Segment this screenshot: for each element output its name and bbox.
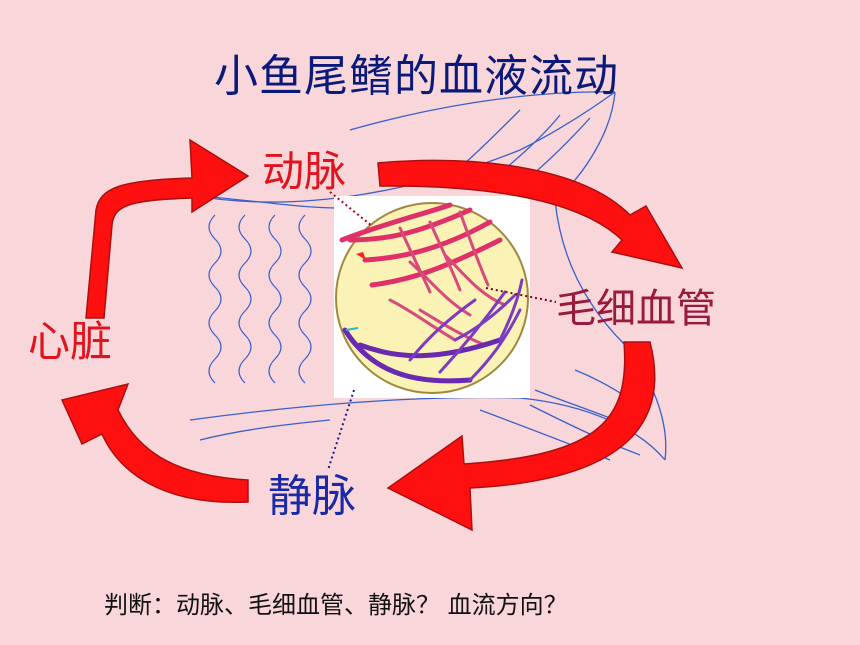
arrow-capillary-to-vein bbox=[386, 341, 656, 532]
question-text: 判断：动脉、毛细血管、静脉？ 血流方向？ bbox=[104, 591, 568, 619]
label-artery: 动脉 bbox=[262, 147, 347, 196]
pointer-lines bbox=[327, 191, 557, 471]
microscope-view bbox=[334, 196, 530, 398]
fin-rays bbox=[208, 214, 312, 384]
arrow-heart-to-artery bbox=[85, 138, 250, 319]
label-vein: 静脉 bbox=[268, 471, 356, 522]
capillary-network bbox=[339, 202, 524, 384]
label-heart: 心脏 bbox=[28, 317, 113, 366]
label-capillary: 毛细血管 bbox=[556, 286, 716, 332]
page-title: 小鱼尾鳍的血液流动 bbox=[214, 51, 619, 102]
arrow-artery-to-capillary bbox=[377, 159, 684, 270]
arrow-vein-to-heart bbox=[60, 382, 249, 504]
circulation-arrows bbox=[60, 138, 684, 532]
